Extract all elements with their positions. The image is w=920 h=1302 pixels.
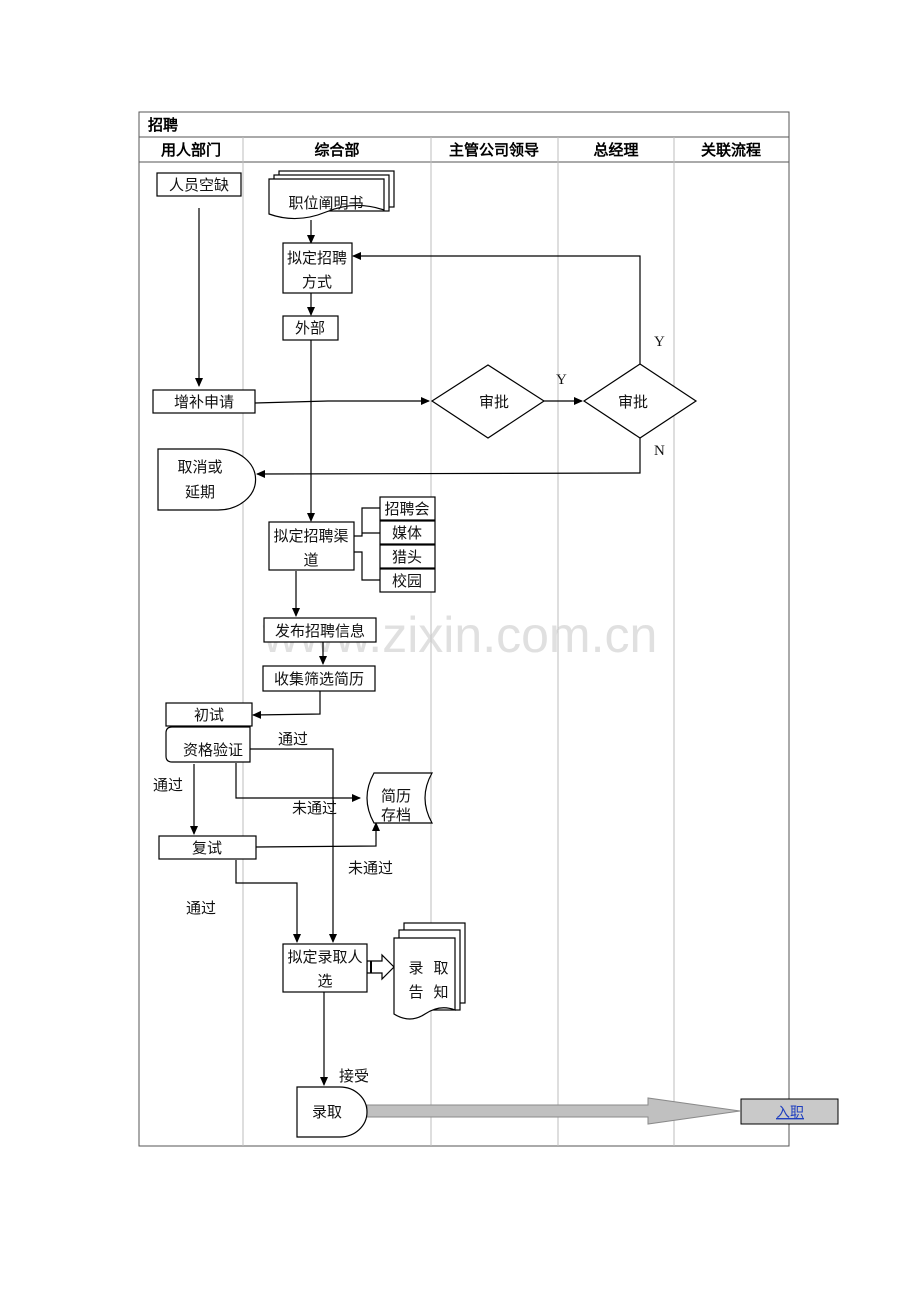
node-ch-campus — [379, 568, 436, 593]
node-hired — [296, 1086, 368, 1138]
node-channel-label-1: 拟定招聘渠 — [273, 527, 348, 545]
node-publish-label: 发布招聘信息 — [275, 622, 365, 640]
node-ch-fair — [379, 496, 436, 521]
table-title: 招聘 — [148, 116, 178, 134]
node-external-label: 外部 — [295, 319, 325, 337]
edge-qual-fail-resume — [235, 763, 361, 802]
label-pass-3: 通过 — [186, 899, 216, 917]
node-offer-notice — [393, 922, 466, 1020]
node-resume-archive-label-2: 存档 — [381, 806, 411, 824]
node-request — [152, 389, 256, 414]
edge-second-pass-candidate — [235, 860, 301, 943]
lane-header-general-dept: 综合部 — [314, 141, 359, 159]
label-accept: 接受 — [339, 1067, 369, 1085]
node-cancel — [157, 448, 257, 511]
edge-channel-bracket-lower — [354, 551, 380, 581]
node-ch-headhunter-label: 猎头 — [392, 548, 422, 566]
table-frame — [138, 111, 790, 1147]
node-vacancy — [156, 172, 242, 197]
edge-gm-yes-method — [352, 252, 641, 364]
node-plan-method-label-2: 方式 — [302, 273, 332, 291]
node-plan-method-label-1: 拟定招聘 — [287, 249, 347, 267]
label-y-top: Y — [654, 334, 665, 350]
node-request-label: 增补申请 — [174, 393, 234, 411]
node-collect — [262, 665, 376, 692]
edge-hired-onboard — [366, 1097, 741, 1125]
edge-channel-bracket-upper — [354, 507, 380, 537]
node-publish — [263, 617, 377, 643]
node-offer-notice-char-2: 取 — [433, 959, 448, 977]
node-candidate — [282, 943, 368, 993]
node-qual-check-label: 资格验证 — [183, 741, 243, 759]
lane-header-hiring-dept: 用人部门 — [161, 141, 221, 159]
node-resume-archive-label-1: 简历 — [381, 787, 411, 805]
onboard-link[interactable]: 入职 — [776, 1105, 804, 1121]
node-ch-campus-label: 校园 — [392, 572, 422, 590]
lane-header-related-process: 关联流程 — [701, 141, 761, 159]
lane-header-supervising-leader: 主管公司领导 — [449, 141, 539, 159]
node-external — [282, 315, 339, 341]
node-plan-method — [282, 242, 353, 294]
node-offer-notice-char-3: 告 — [408, 983, 423, 1001]
label-fail-2: 未通过 — [348, 859, 393, 877]
node-hired-label: 录取 — [312, 1103, 342, 1121]
label-pass-1: 通过 — [278, 730, 308, 748]
node-ch-headhunter — [379, 544, 436, 569]
node-job-desc-label: 职位阐明书 — [288, 194, 363, 212]
node-first-interview-label: 初试 — [194, 706, 224, 724]
node-cancel-label-2: 延期 — [185, 483, 215, 501]
node-candidate-label-1: 拟定录取人 — [287, 948, 362, 966]
node-ch-media — [379, 520, 436, 545]
edge-request-approve — [254, 397, 430, 405]
node-approve-gm — [582, 363, 698, 439]
node-job-desc — [268, 170, 395, 220]
edge-gm-no-cancel — [256, 438, 641, 478]
node-resume-archive — [366, 772, 434, 824]
label-y-mid: Y — [556, 372, 567, 388]
edge-second-fail-resume — [255, 822, 380, 848]
node-ch-fair-label: 招聘会 — [384, 500, 429, 518]
node-cancel-label-1: 取消或 — [177, 458, 222, 476]
node-offer-notice-char-1: 录 — [408, 959, 423, 977]
label-fail-1: 未通过 — [292, 799, 337, 817]
edge-collect-first — [252, 691, 321, 719]
node-channel — [268, 521, 355, 571]
node-vacancy-label: 人员空缺 — [169, 176, 229, 194]
label-n: N — [654, 443, 665, 459]
edge-candidate-notice — [366, 953, 395, 981]
node-channel-label-2: 道 — [303, 551, 318, 569]
node-second-interview — [158, 835, 257, 860]
label-pass-2: 通过 — [153, 776, 183, 794]
edge-qual-pass-candidate — [250, 748, 337, 943]
node-offer-notice-char-4: 知 — [433, 983, 448, 1001]
node-first-interview — [165, 702, 253, 727]
node-approve-gm-label: 审批 — [618, 393, 648, 411]
node-ch-media-label: 媒体 — [392, 524, 422, 542]
node-second-interview-label: 复试 — [192, 839, 222, 857]
node-approve-leader — [430, 364, 546, 439]
lane-header-general-manager: 总经理 — [593, 141, 638, 159]
node-collect-label: 收集筛选简历 — [274, 670, 364, 688]
onboard-box — [740, 1098, 839, 1125]
node-qual-check — [165, 726, 251, 763]
node-candidate-label-2: 选 — [317, 972, 332, 990]
node-approve-leader-label: 审批 — [479, 393, 509, 411]
